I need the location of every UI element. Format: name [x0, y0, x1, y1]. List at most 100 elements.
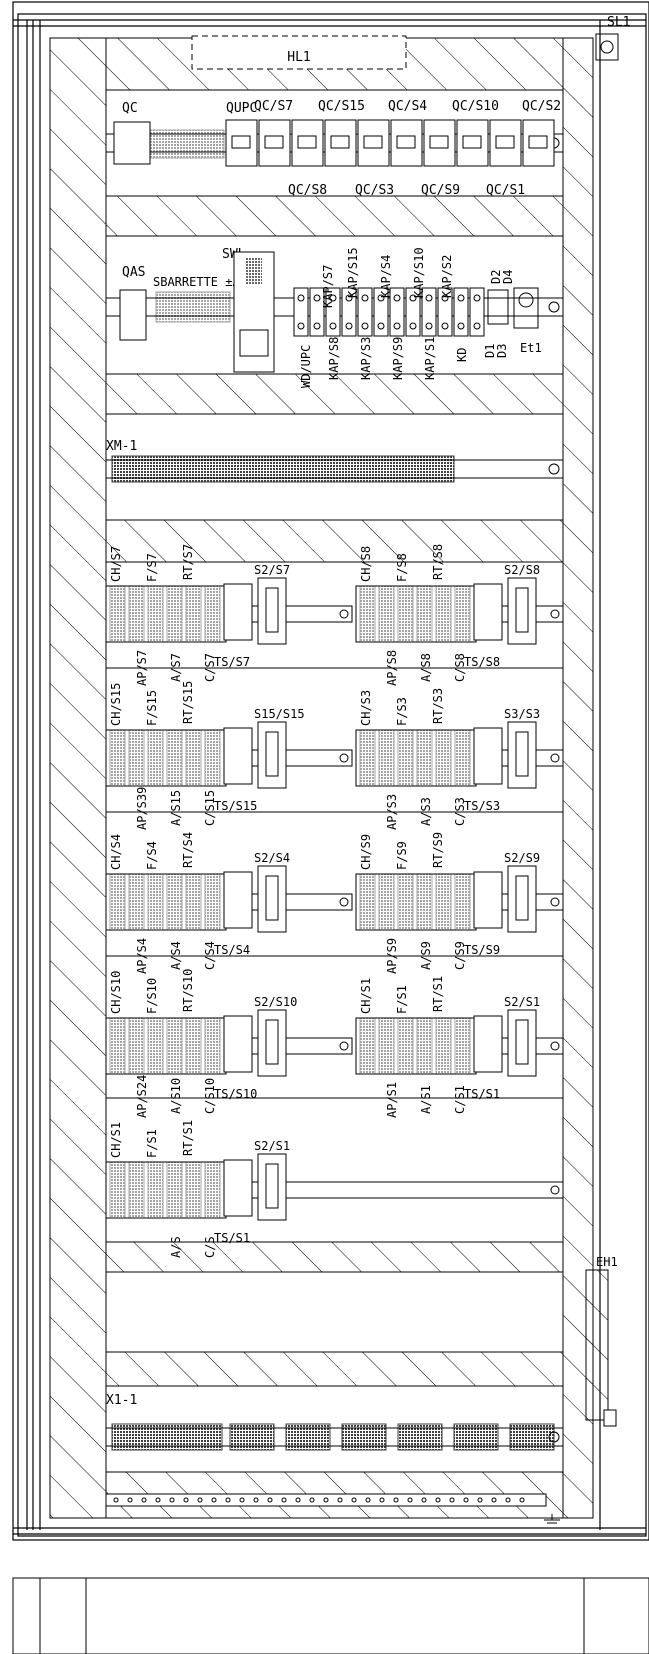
breaker-module	[258, 119, 291, 167]
earth-hole	[505, 1497, 511, 1503]
earth-hole	[211, 1497, 217, 1503]
station-label: S3/S3	[504, 707, 540, 721]
terminal-group	[453, 1423, 499, 1451]
relay-module	[469, 287, 485, 337]
station-label: F/S9	[395, 841, 409, 870]
earth-hole	[155, 1497, 161, 1503]
terminal-group	[341, 1423, 387, 1451]
station-label: RT/S1	[181, 1120, 195, 1156]
station-label: CH/S9	[359, 834, 373, 870]
breaker-module	[291, 119, 324, 167]
station-label: C/S3	[453, 797, 467, 826]
earth-hole	[393, 1497, 399, 1503]
earth-hole	[407, 1497, 413, 1503]
earth-hole	[351, 1497, 357, 1503]
breaker-row: QC QUPC QC/S7 QC/S15 QC/S4 QC/S10 QC/S2 …	[105, 99, 564, 198]
svg-text:KAP/S15: KAP/S15	[346, 247, 360, 298]
earth-hole	[435, 1497, 441, 1503]
svg-text:KAP/S3: KAP/S3	[359, 337, 373, 380]
breaker-module	[522, 119, 555, 167]
station-label: A/S8	[419, 653, 433, 682]
station-label: A/S15	[169, 790, 183, 826]
relay-module	[309, 287, 325, 337]
terminal-group	[509, 1423, 555, 1451]
station-label: F/S8	[395, 553, 409, 582]
station-label: A/S10	[169, 1078, 183, 1114]
station-label: F/S1	[395, 985, 409, 1014]
station-label: RT/S1	[431, 976, 445, 1012]
svg-text:WD/UPC: WD/UPC	[299, 345, 313, 388]
earth-hole	[309, 1497, 315, 1503]
station-label: S2/S1	[254, 1139, 290, 1153]
station-label: TS/S15	[214, 799, 257, 813]
earth-hole	[421, 1497, 427, 1503]
station-label: TS/S7	[214, 655, 250, 669]
station-label: C/S10	[203, 1078, 217, 1114]
station-label: C/S7	[203, 653, 217, 682]
relay-module	[421, 287, 437, 337]
station-label: C/S1	[453, 1085, 467, 1114]
station-label: F/S15	[145, 690, 159, 726]
breaker-module	[489, 119, 522, 167]
station-label: CH/S1	[109, 1122, 123, 1158]
svg-text:QUPC: QUPC	[226, 101, 257, 116]
svg-text:QC/S9: QC/S9	[421, 183, 460, 198]
svg-text:QC/S1: QC/S1	[486, 183, 525, 198]
station-label: A/S4	[169, 941, 183, 970]
relay-module	[293, 287, 309, 337]
svg-text:QC/S7: QC/S7	[254, 99, 293, 114]
station-label: F/S7	[145, 553, 159, 582]
station-label: CH/S1	[359, 978, 373, 1014]
section-lines	[106, 89, 563, 1099]
station-label: TS/S1	[464, 1087, 500, 1101]
svg-text:D2: D2	[489, 270, 503, 284]
station-label: S2/S10	[254, 995, 297, 1009]
station-label: S2/S1	[504, 995, 540, 1009]
earth-hole	[267, 1497, 273, 1503]
station-label: RT/S10	[181, 969, 195, 1012]
earth-hole	[169, 1497, 175, 1503]
station-label: A/S7	[169, 653, 183, 682]
station-label: CH/S15	[109, 683, 123, 726]
station-label: CH/S4	[109, 834, 123, 870]
svg-text:X1-1: X1-1	[106, 1393, 137, 1408]
station-label: CH/S8	[359, 546, 373, 582]
station-label: CH/S3	[359, 690, 373, 726]
station-label: F/S10	[145, 978, 159, 1014]
sl1-device	[595, 33, 619, 61]
station-label: S2/S8	[504, 563, 540, 577]
svg-text:KAP/S9: KAP/S9	[391, 337, 405, 380]
station-label: AP/S1	[385, 1082, 399, 1118]
breaker-module	[225, 119, 258, 167]
svg-text:KAP/S1: KAP/S1	[423, 337, 437, 380]
heater-eh1: EH1	[585, 1255, 618, 1427]
earth-hole	[463, 1497, 469, 1503]
station-label: S2/S7	[254, 563, 290, 577]
terminal-group	[229, 1423, 275, 1451]
relay-module	[405, 287, 421, 337]
svg-text:HL1: HL1	[287, 50, 310, 65]
station-label: A/S	[169, 1236, 183, 1258]
station-label: RT/S15	[181, 681, 195, 724]
earth-hole	[183, 1497, 189, 1503]
station-label: C/S15	[203, 790, 217, 826]
earth-hole	[519, 1497, 525, 1503]
svg-text:QC/S3: QC/S3	[355, 183, 394, 198]
station-label: AP/S24	[135, 1075, 149, 1118]
earth-bar	[105, 1493, 560, 1524]
earth-hole	[323, 1497, 329, 1503]
earth-hole	[379, 1497, 385, 1503]
svg-text:QC/S2: QC/S2	[522, 99, 561, 114]
svg-text:KAP/S7: KAP/S7	[321, 265, 335, 308]
svg-text:SBARRETTE ±AS: SBARRETTE ±AS	[153, 275, 247, 289]
svg-text:EH1: EH1	[596, 1255, 618, 1269]
station-label: F/S1	[145, 1129, 159, 1158]
svg-text:KAP/S10: KAP/S10	[412, 247, 426, 298]
earth-hole	[365, 1497, 371, 1503]
